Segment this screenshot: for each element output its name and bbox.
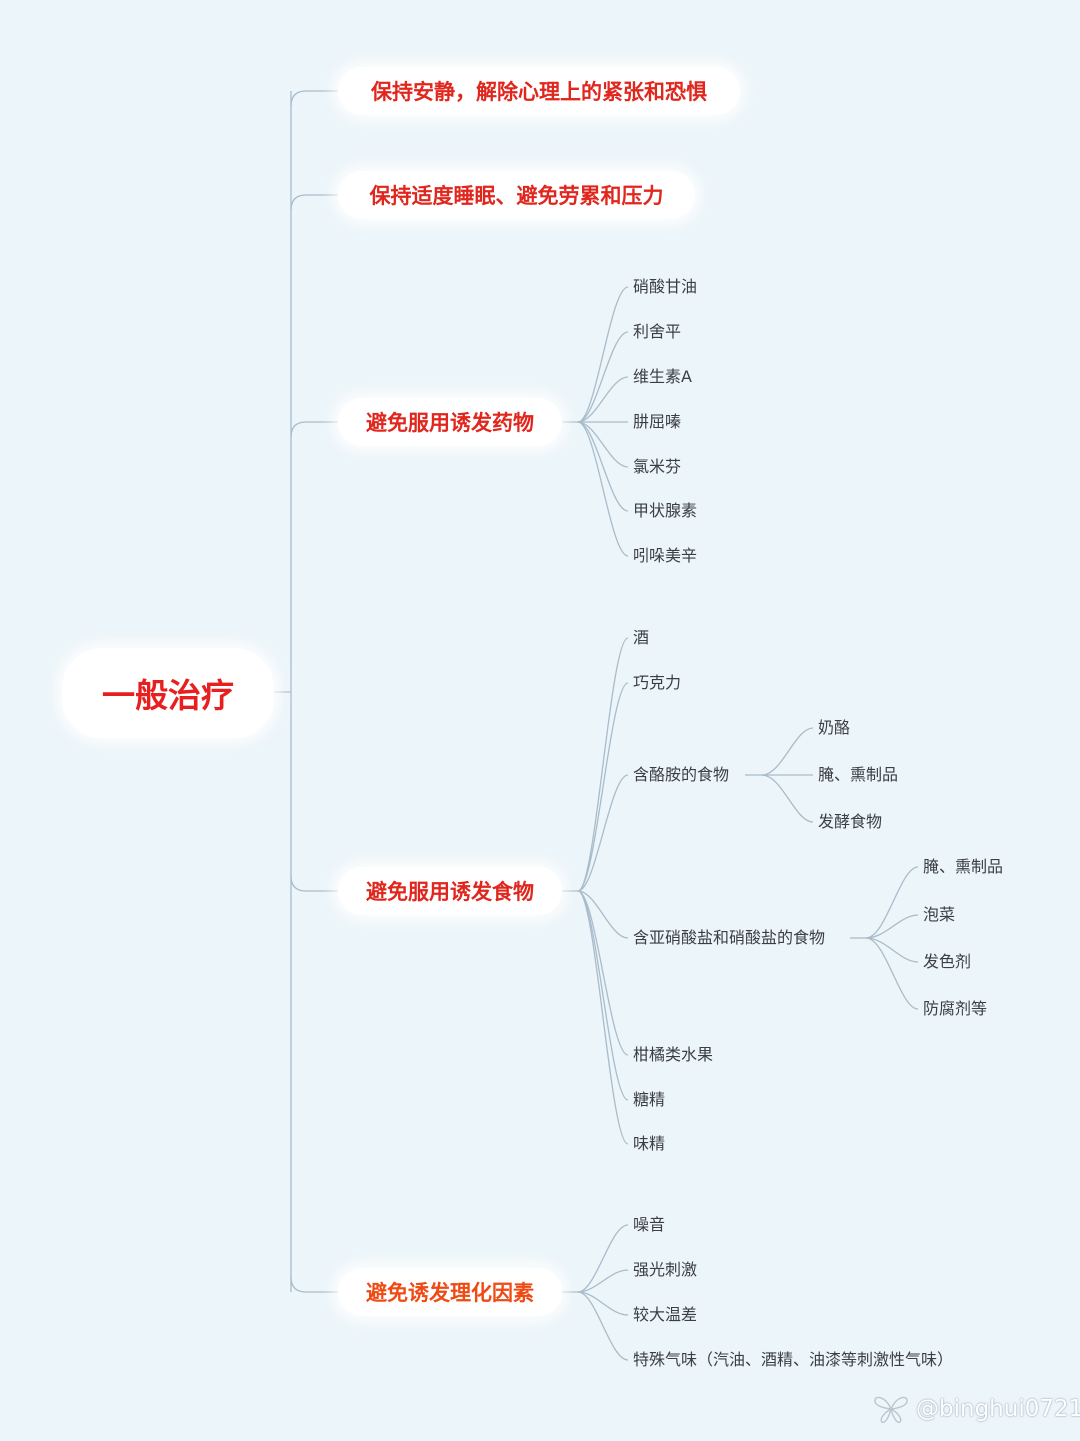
butterfly-icon [872, 1391, 910, 1427]
physical-factor-item[interactable]: 噪音 [633, 1215, 666, 1234]
branch-avoid-foods[interactable]: 避免服用诱发食物 [338, 867, 562, 915]
branch-avoid-physical-factors[interactable]: 避免诱发理化因素 [338, 1268, 562, 1316]
drug-item[interactable]: 利舍平 [633, 322, 682, 341]
food-item[interactable]: 酒 [633, 628, 650, 647]
food-item[interactable]: 味精 [633, 1134, 666, 1153]
food-group-tyramine[interactable]: 含酪胺的食物 [633, 765, 730, 784]
drug-item[interactable]: 维生素A [633, 367, 692, 386]
food-item[interactable]: 糖精 [633, 1090, 666, 1109]
food-item[interactable]: 柑橘类水果 [633, 1045, 714, 1064]
tyramine-food-item[interactable]: 发酵食物 [818, 812, 883, 831]
drug-item[interactable]: 肼屈嗪 [633, 412, 682, 431]
watermark-text: @binghui0721 [916, 1396, 1080, 1422]
nitrite-food-item[interactable]: 防腐剂等 [923, 999, 988, 1018]
physical-factor-item[interactable]: 特殊气味（汽油、酒精、油漆等刺激性气味） [633, 1350, 954, 1369]
food-item[interactable]: 巧克力 [633, 673, 682, 692]
branch-stay-calm[interactable]: 保持安静，解除心理上的紧张和恐惧 [338, 67, 740, 115]
nitrite-food-item[interactable]: 泡菜 [923, 905, 956, 924]
nitrite-food-item[interactable]: 腌、熏制品 [923, 857, 1004, 876]
drug-item[interactable]: 硝酸甘油 [633, 277, 698, 296]
nitrite-food-item[interactable]: 发色剂 [923, 952, 972, 971]
food-group-nitrite[interactable]: 含亚硝酸盐和硝酸盐的食物 [633, 928, 826, 947]
watermark: @binghui0721 [872, 1389, 1080, 1429]
tyramine-food-item[interactable]: 奶酪 [818, 718, 851, 737]
tyramine-food-item[interactable]: 腌、熏制品 [818, 765, 899, 784]
physical-factor-item[interactable]: 较大温差 [633, 1305, 698, 1324]
drug-item[interactable]: 氯米芬 [633, 457, 682, 476]
branch-rest-sleep[interactable]: 保持适度睡眠、避免劳累和压力 [338, 171, 695, 219]
drug-item[interactable]: 吲哚美辛 [633, 546, 698, 565]
branch-avoid-drugs[interactable]: 避免服用诱发药物 [338, 398, 562, 446]
physical-factor-item[interactable]: 强光刺激 [633, 1260, 698, 1279]
root-topic[interactable]: 一般治疗 [62, 648, 274, 738]
drug-item[interactable]: 甲状腺素 [633, 501, 698, 520]
